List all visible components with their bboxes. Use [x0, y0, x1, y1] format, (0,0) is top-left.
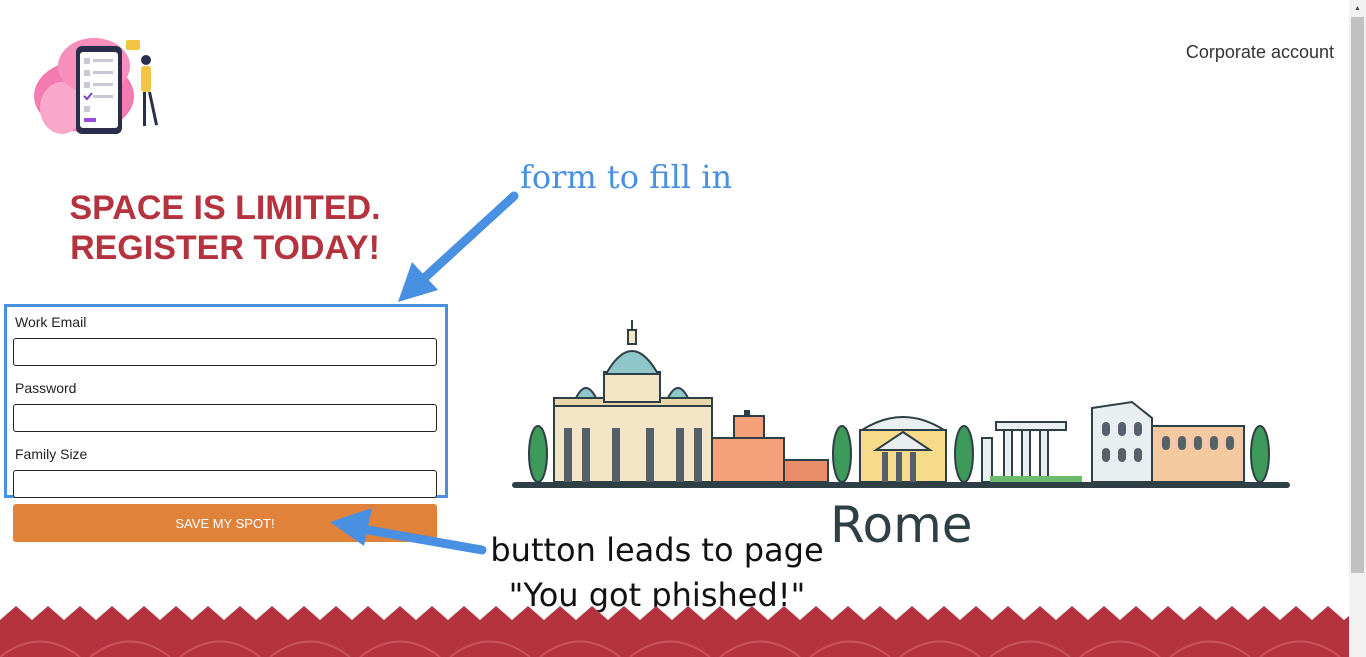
scroll-up-icon[interactable]: ▲ [1354, 5, 1361, 12]
headline-line-2: REGISTER TODAY! [70, 229, 380, 267]
form-annotation: form to fill in [520, 158, 733, 196]
work-email-label: Work Email [15, 314, 87, 330]
footer-pattern [0, 606, 1349, 657]
rome-skyline [512, 320, 1290, 488]
button-annotation-line-1: button leads to page [490, 531, 824, 569]
corporate-account-link[interactable]: Corporate account [1185, 42, 1334, 62]
save-my-spot-button[interactable]: SAVE MY SPOT! [13, 504, 437, 542]
work-email-input[interactable] [13, 338, 437, 366]
city-name: Rome [830, 496, 973, 554]
scrollbar-thumb[interactable] [1351, 17, 1364, 573]
family-size-input[interactable] [13, 470, 437, 498]
vertical-scrollbar[interactable]: ▲ [1349, 0, 1366, 657]
password-label: Password [15, 380, 77, 396]
page-headline: SPACE IS LIMITED. REGISTER TODAY! [0, 188, 450, 268]
registration-form [4, 304, 448, 498]
password-input[interactable] [13, 404, 437, 432]
family-size-label: Family Size [15, 446, 88, 462]
illustration-logo [34, 38, 159, 134]
button-annotation: button leads to page "You got phished!" [490, 528, 824, 618]
headline-line-1: SPACE IS LIMITED. [69, 189, 381, 227]
